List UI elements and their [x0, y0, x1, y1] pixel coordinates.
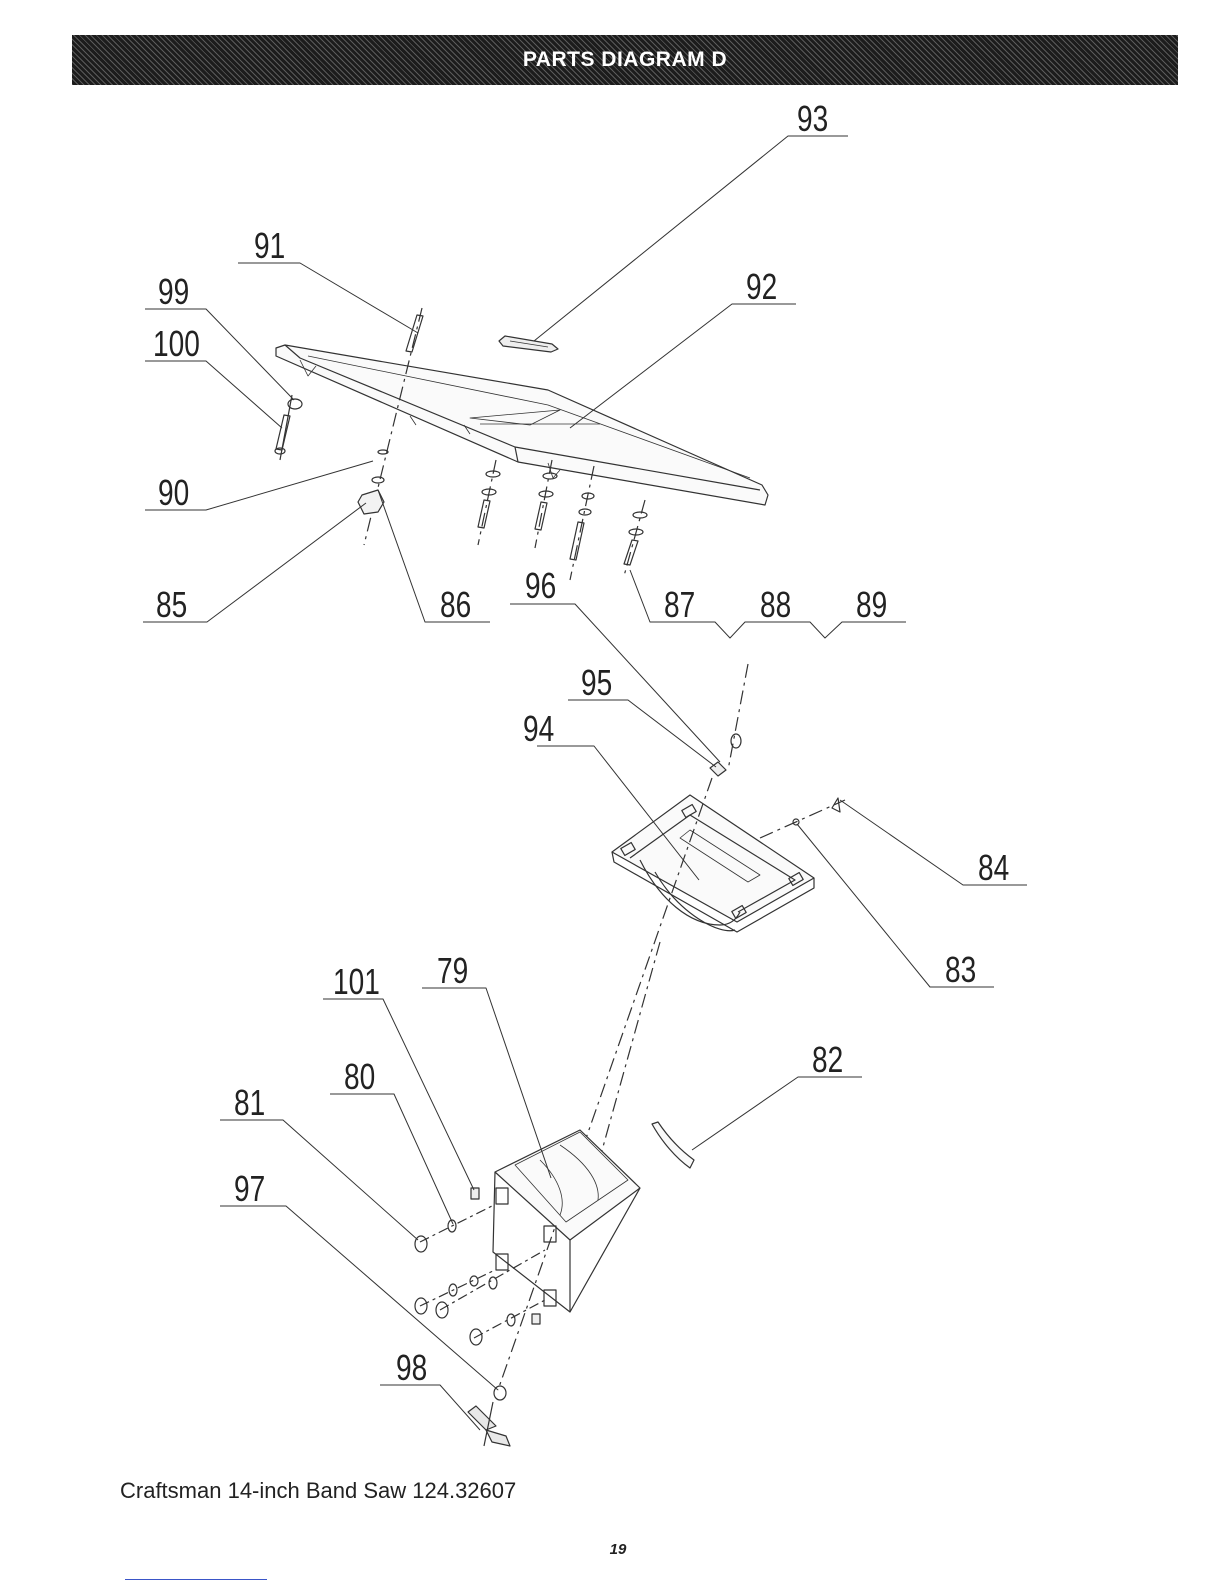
callout-93: 93	[797, 99, 828, 139]
callout-81: 81	[234, 1083, 265, 1123]
callout-101: 101	[333, 962, 380, 1002]
callout-95: 95	[581, 663, 612, 703]
trunnion-support	[493, 1130, 640, 1312]
page-number: 19	[598, 1541, 638, 1558]
stop-bolt	[275, 395, 302, 460]
callout-88: 88	[760, 585, 791, 625]
callout-87: 87	[664, 585, 695, 625]
callout-90: 90	[158, 473, 189, 513]
callout-94: 94	[523, 709, 554, 749]
callout-100: 100	[153, 324, 200, 364]
callout-84: 84	[978, 848, 1009, 888]
side-pin	[760, 798, 845, 838]
divider	[125, 1579, 267, 1580]
callout-98: 98	[396, 1348, 427, 1388]
carriage-bolts	[415, 1188, 545, 1345]
callout-96: 96	[525, 566, 556, 606]
callout-99: 99	[158, 272, 189, 312]
wing-nut	[468, 1386, 510, 1446]
callout-85: 85	[156, 585, 187, 625]
callout-89: 89	[856, 585, 887, 625]
callout-92: 92	[746, 267, 777, 307]
callout-86: 86	[440, 585, 471, 625]
callout-82: 82	[812, 1040, 843, 1080]
model-caption: Craftsman 14-inch Band Saw 124.32607	[120, 1478, 516, 1504]
callout-83: 83	[945, 950, 976, 990]
pivot-pin	[710, 664, 748, 776]
table-insert	[499, 336, 558, 352]
callout-leaders	[143, 136, 1027, 1430]
table-top	[276, 345, 768, 505]
callout-79: 79	[437, 951, 468, 991]
callout-97: 97	[234, 1169, 265, 1209]
scale-strip	[652, 1122, 694, 1168]
callout-91: 91	[254, 226, 285, 266]
upper-trunnion	[612, 795, 814, 932]
pointer-assembly	[358, 308, 423, 545]
callout-80: 80	[344, 1057, 375, 1097]
